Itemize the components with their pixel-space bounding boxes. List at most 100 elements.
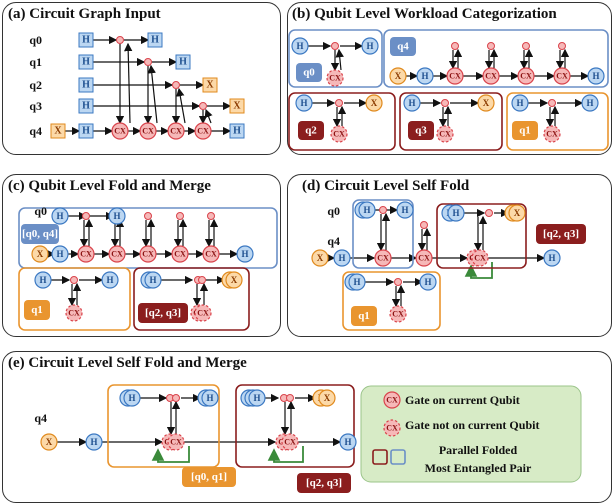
h-gate-label: H [424,277,431,287]
cx-gate [482,67,500,85]
h-gate [581,94,599,112]
h-gate [229,123,245,139]
cx-gate-label: CX [142,127,154,136]
tag-c-q0q4 [21,224,59,244]
cx-gate-label: CX [205,250,217,259]
fold-arrow-d [464,262,493,279]
cx-gate-not-on-qubit [167,433,185,451]
box-d-q2q3 [436,203,527,269]
h-gate [123,389,141,407]
tag-b-q0-label: q0 [303,67,315,79]
h-gate-label: H [82,80,90,91]
cx-gate [415,249,433,267]
cx-gate [517,67,535,85]
h-gate-label: H [56,249,63,259]
x-gate-label: X [371,98,378,108]
cx-gate-label: CX [170,438,182,447]
h-gate-label: H [408,98,415,108]
h-gate [416,67,434,85]
arrow [335,48,344,71]
fold-arrow-e1 [151,446,190,463]
x-gate [229,98,245,114]
cx-gate-label: CX [546,130,558,139]
h-gate [511,94,529,112]
h-gate [543,249,561,267]
cx-gate [111,122,129,140]
h-gate-label: H [366,41,373,51]
x-gate-label: X [395,71,402,81]
qubit-label-q2: q2 [29,78,42,92]
cx-gate [139,245,157,263]
control-dot [172,394,180,402]
box-e-q0q1 [107,384,220,468]
cx-gate [139,122,157,140]
x-gate [40,433,58,451]
control-dot [144,212,152,220]
control-dot [420,221,428,229]
qubit-label-q3: q3 [29,99,42,113]
cx-gate-not-on-qubit [194,304,212,322]
h-gate-label: H [233,126,241,137]
cx-gate-label: CX [284,438,296,447]
h-gate [248,389,266,407]
tag-d-q1-label: q1 [358,310,370,322]
h-gate [295,94,313,112]
cx-gate-not-on-qubit [330,125,348,143]
arrow [176,87,186,124]
qubit-label-e-q4: q4 [34,411,47,425]
panel-e-title: (e) Circuit Level Self Fold and Merge [8,355,247,371]
h-gate-label: H [300,98,307,108]
x-gate [318,389,336,407]
cx-gate-label: CX [485,72,497,81]
fold-arrow-e2 [267,446,304,463]
cx-gate-label: CX [520,72,532,81]
box-e-q2q3 [235,384,355,468]
cx-gate-label: CX [329,74,341,83]
tag-b-q1-label: q1 [519,125,531,137]
control-dot [558,42,566,50]
cx-gate-not-on-qubit [383,419,401,437]
qubit-label-q4: q4 [29,124,42,138]
h-gate [333,249,351,267]
qubit-label-q0: q0 [29,33,42,47]
legend-most-entangled: Most Entangled Pair [425,461,532,475]
cx-gate-label: CX [418,254,430,263]
control-dot [335,99,343,107]
tag-c-q2q3 [138,303,188,323]
tag-d-q1 [351,306,377,326]
cx-gate-not-on-qubit [326,69,344,87]
cx-gate [383,391,401,409]
h-gate [108,207,126,225]
tag-e-q0q1-label: [q0, q1] [191,471,227,483]
tag-b-q3-label: q3 [415,125,427,137]
x-gate-label: X [233,101,241,112]
h-gate [175,54,191,70]
x-gate [508,204,526,222]
x-gate-label: X [54,126,62,137]
cx-gate-not-on-qubit [65,304,83,322]
cx-gate [167,122,185,140]
cx-gate-label: CX [197,309,209,318]
x-gate [202,77,218,93]
cx-gate [171,245,189,263]
cx-gate-label: CX [439,130,451,139]
control-dot [70,276,78,284]
x-gate-label: X [324,393,331,403]
control-dot [548,99,556,107]
panel-d-title: (d) Circuit Level Self Fold [302,178,470,194]
legend-blue-square [390,449,406,465]
arrow [147,64,158,124]
h-gate-label: H [82,126,90,137]
qubit-label-d-q0: q0 [327,204,340,218]
qubit-label-d-q4: q4 [327,234,340,248]
cx-gate [553,67,571,85]
h-gate-label: H [353,277,360,287]
x-gate [225,271,243,289]
cx-gate-label: CX [170,127,182,136]
x-gate [477,94,495,112]
cx-gate-label: CX [474,254,486,263]
cx-gate-not-on-qubit [436,125,454,143]
cx-gate-label: CX [449,72,461,81]
control-dot [199,102,207,110]
cx-gate-label: CX [142,250,154,259]
